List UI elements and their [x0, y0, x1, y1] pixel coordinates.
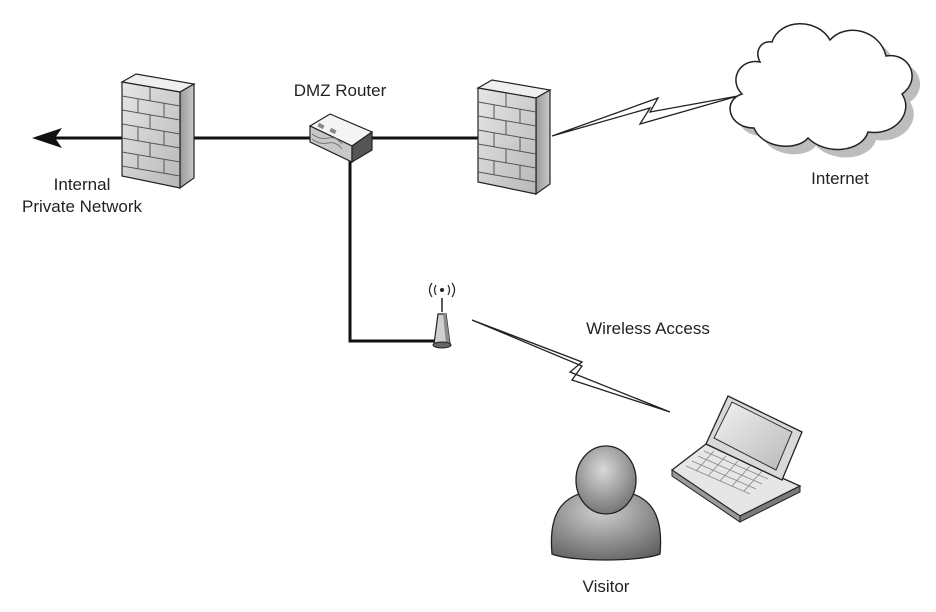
wireless-access-point-icon	[428, 282, 456, 349]
internal-network-label-line2: Private Network	[22, 197, 142, 216]
user-icon	[550, 445, 662, 561]
connection-lines	[52, 136, 480, 343]
internal-network-label: Internal Private Network	[2, 174, 162, 218]
dmz-router-label: DMZ Router	[293, 81, 387, 100]
internet-label: Internet	[811, 169, 869, 188]
cloud-icon	[729, 23, 921, 158]
firewall-right-icon	[476, 79, 552, 196]
firewall-left-icon	[120, 73, 196, 190]
wireless-link-icon	[471, 319, 671, 413]
visitor-label: Visitor	[582, 577, 630, 596]
arrow-left-icon	[32, 128, 62, 148]
internal-network-label-line1: Internal	[53, 175, 111, 194]
link-router-accesspoint	[348, 160, 435, 343]
laptop-icon	[670, 395, 803, 523]
wireless-access-label: Wireless Access	[586, 319, 710, 338]
router-icon	[308, 113, 374, 164]
wan-link-icon	[551, 95, 739, 137]
